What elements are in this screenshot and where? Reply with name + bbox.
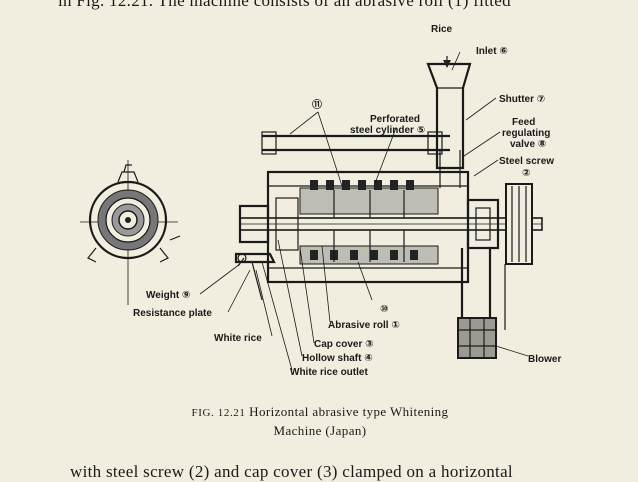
label-blower: Blower [528,354,561,365]
label-perforated-2: steel cylinder ⑤ [350,125,425,136]
end-view-drawing [80,160,181,305]
leader-lines [199,51,529,371]
side-view-drawing [234,56,543,359]
label-weight: Weight ⑨ [146,290,190,301]
label-white-rice: White rice [214,333,262,344]
label-callout-11: ⑪ [312,98,322,111]
label-callout-10: ⑩ [380,304,388,315]
body-text-bottom: with steel screw (2) and cap cover (3) c… [70,462,513,481]
label-white-rice-outlet: White rice outlet [290,367,368,378]
figure-title-line1: Horizontal abrasive type Whitening [249,404,449,419]
label-inlet: Inlet ⑥ [476,46,508,57]
label-feed-2: regulating [502,128,550,139]
label-perforated-1: Perforated [370,114,420,125]
diagram-labels: Rice Inlet ⑥ Shutter ⑦ Feed regulating v… [133,24,561,378]
label-hollow-shaft: Hollow shaft ④ [302,353,373,364]
figure-caption: FIG. 12.21 Horizontal abrasive type Whit… [150,403,490,439]
label-feed-3: valve ⑧ [510,139,546,150]
label-shutter: Shutter ⑦ [499,94,545,105]
figure-number: FIG. 12.21 [191,407,246,419]
label-feed-1: Feed [512,117,535,128]
label-steel-screw-1: Steel screw [499,156,554,167]
label-resistance-plate: Resistance plate [133,308,212,319]
label-cap-cover: Cap cover ③ [314,339,374,350]
label-rice: Rice [431,24,453,35]
label-steel-screw-2: ② [522,168,530,179]
body-text-top: in Fig. 12.21. The machine consists of a… [58,0,511,10]
figure-title-line2: Machine (Japan) [273,423,367,438]
label-abrasive-roll: Abrasive roll ① [328,320,400,331]
